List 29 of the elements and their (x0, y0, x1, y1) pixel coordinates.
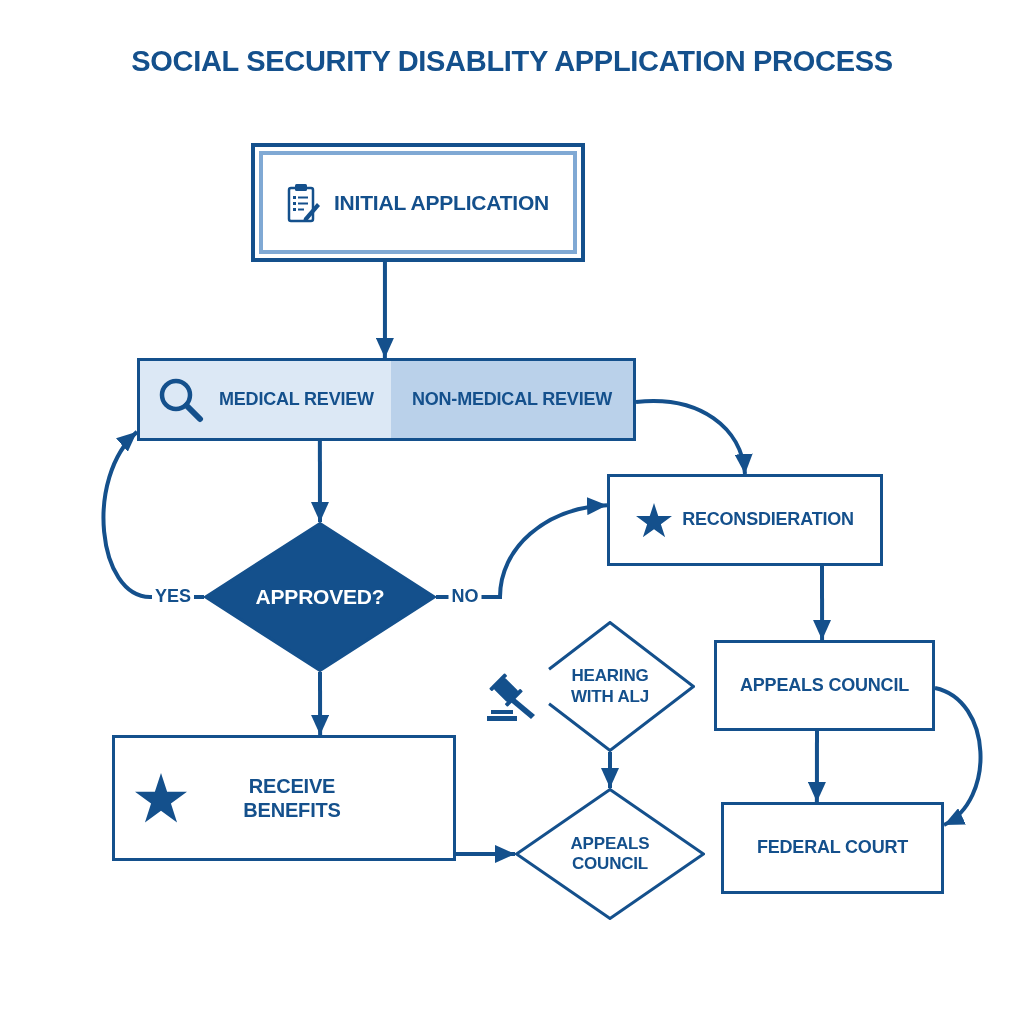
arrow (456, 845, 515, 863)
decision-label: HEARING WITH ALJ (569, 666, 650, 707)
step-label: RECEIVE BENEFITS (242, 774, 342, 822)
arrow (807, 731, 826, 802)
process-box (607, 474, 883, 566)
arrow (311, 672, 330, 735)
process-box (112, 735, 456, 861)
decision-label: APPEALS COUNCIL (569, 833, 651, 875)
arrow (813, 566, 832, 640)
review-panel (137, 358, 391, 441)
decision-label: APPROVED? (255, 584, 385, 610)
process-box (251, 143, 585, 262)
decision-diamond (204, 522, 436, 672)
arrow (310, 441, 329, 522)
review-panel (391, 358, 636, 441)
diagram-title: SOCIAL SECURITY DISABLITY APPLICATION PROCESS (131, 44, 893, 79)
arrow (635, 399, 752, 475)
arrow (934, 686, 983, 827)
step-label: FEDERAL COURT (756, 837, 909, 859)
step-label: APPEALS COUNCIL (740, 674, 909, 697)
arrow (601, 752, 619, 788)
arrow (375, 262, 394, 358)
process-box (721, 802, 944, 894)
step-label: NON-MEDICAL REVIEW (411, 388, 613, 411)
step-label: INITIAL APPLICATION (333, 189, 550, 216)
step-label: RECONSDIERATION (682, 509, 854, 531)
step-label: MEDICAL REVIEW (219, 388, 374, 411)
process-box (714, 640, 935, 731)
decision-diamond (515, 788, 705, 920)
